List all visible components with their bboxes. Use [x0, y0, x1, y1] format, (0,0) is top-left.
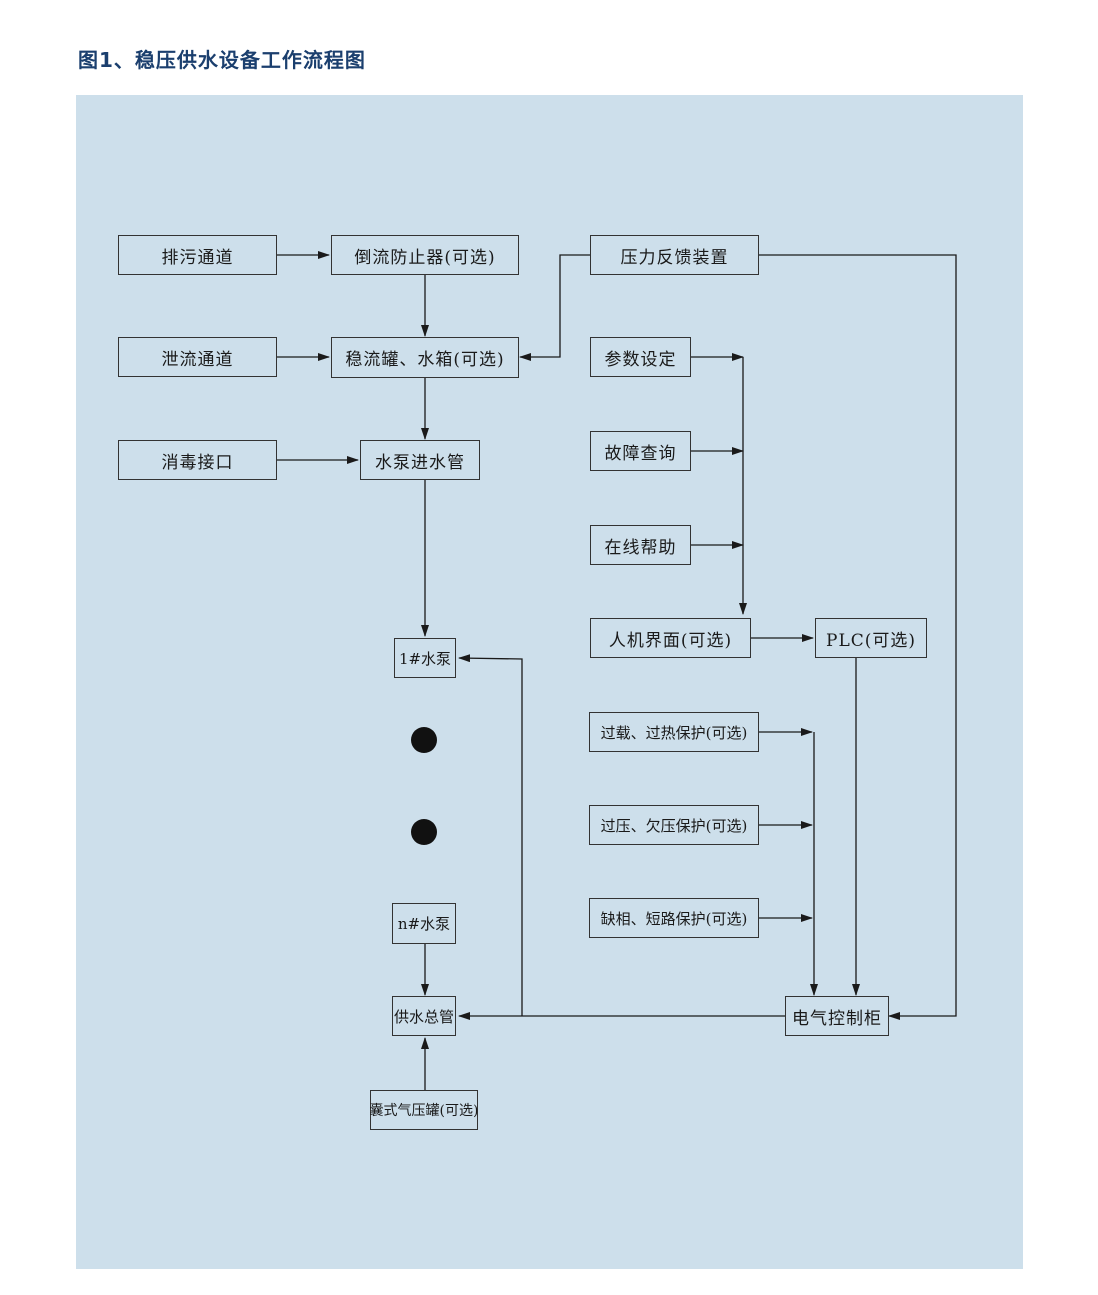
node-bladder-tank: 囊式气压罐(可选) [370, 1090, 478, 1130]
node-relief-channel: 泄流通道 [118, 337, 277, 377]
edge-feedback-to-cabinet [759, 254, 957, 1020]
edge-feedback-to-tank [519, 254, 590, 361]
ellipsis-dot [411, 819, 437, 845]
page-title: 图1、稳压供水设备工作流程图 [78, 48, 366, 72]
diagram-panel [76, 95, 1023, 1269]
node-drain-channel: 排污通道 [118, 235, 277, 275]
node-pump-n: n#水泵 [392, 903, 456, 944]
node-hmi: 人机界面(可选) [590, 618, 751, 658]
node-backflow-preventer: 倒流防止器(可选) [331, 235, 519, 275]
node-pump-inlet: 水泵进水管 [360, 440, 480, 480]
node-param-setting: 参数设定 [590, 337, 691, 377]
node-online-help: 在线帮助 [590, 525, 691, 565]
edge-cabinet-to-pump1 [458, 654, 523, 1016]
node-overload-protection: 过载、过热保护(可选) [589, 712, 759, 752]
node-pump-1: 1#水泵 [394, 638, 456, 678]
node-pressure-feedback: 压力反馈装置 [590, 235, 759, 275]
node-phase-protection: 缺相、短路保护(可选) [589, 898, 759, 938]
node-fault-query: 故障查询 [590, 431, 691, 471]
node-disinfection-port: 消毒接口 [118, 440, 277, 480]
node-main-supply-pipe: 供水总管 [392, 996, 456, 1036]
node-electrical-cabinet: 电气控制柜 [785, 996, 889, 1036]
node-voltage-protection: 过压、欠压保护(可选) [589, 805, 759, 845]
node-stabilizer-tank: 稳流罐、水箱(可选) [331, 337, 519, 378]
node-plc: PLC(可选) [815, 618, 927, 658]
ellipsis-dot [411, 727, 437, 753]
